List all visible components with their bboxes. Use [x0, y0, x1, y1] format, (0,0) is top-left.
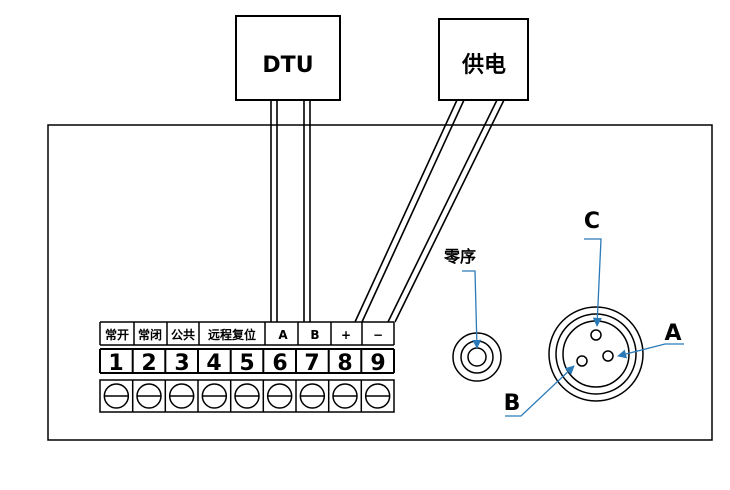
power-box: 供电 — [438, 18, 529, 101]
header-b: B — [310, 328, 319, 342]
pin-c-label: C — [584, 209, 600, 234]
pin-b-pointer — [505, 365, 575, 417]
terminal-number-2: 2 — [141, 351, 156, 376]
zero-sequence-pointer — [462, 270, 482, 349]
dtu-label: DTU — [262, 53, 313, 78]
power-label: 供电 — [461, 52, 506, 78]
header-a: A — [278, 328, 288, 342]
zero-sequence-label: 零序 — [443, 247, 476, 266]
header-minus: − — [373, 328, 383, 342]
header-common: 公共 — [171, 327, 195, 342]
header-plus: + — [341, 328, 351, 342]
terminal-number-9: 9 — [370, 351, 385, 376]
pin-b-label: B — [504, 391, 521, 416]
pin-a-pointer — [617, 343, 684, 359]
screw-icons — [103, 383, 391, 409]
pin-c-pointer — [584, 238, 602, 327]
three-pin-connector — [548, 306, 644, 402]
power-wires — [354, 99, 505, 323]
terminal-number-row — [99, 348, 395, 374]
dtu-box: DTU — [235, 15, 341, 101]
screw-terminal-row — [99, 379, 395, 413]
terminal-number-5: 5 — [239, 351, 254, 376]
header-remote-reset: 远程复位 — [208, 327, 256, 342]
terminal-number-7: 7 — [304, 351, 319, 376]
terminal-header-row — [99, 321, 395, 346]
device-enclosure — [47, 124, 713, 441]
terminal-number-4: 4 — [206, 351, 221, 376]
terminal-number-6: 6 — [272, 351, 287, 376]
pin-a-label: A — [664, 321, 681, 346]
terminal-number-1: 1 — [108, 351, 123, 376]
terminal-number-3: 3 — [174, 351, 189, 376]
terminal-number-8: 8 — [337, 351, 352, 376]
header-normally-closed: 常闭 — [138, 327, 162, 342]
header-normally-open: 常开 — [105, 327, 129, 342]
dtu-wires — [270, 100, 311, 322]
